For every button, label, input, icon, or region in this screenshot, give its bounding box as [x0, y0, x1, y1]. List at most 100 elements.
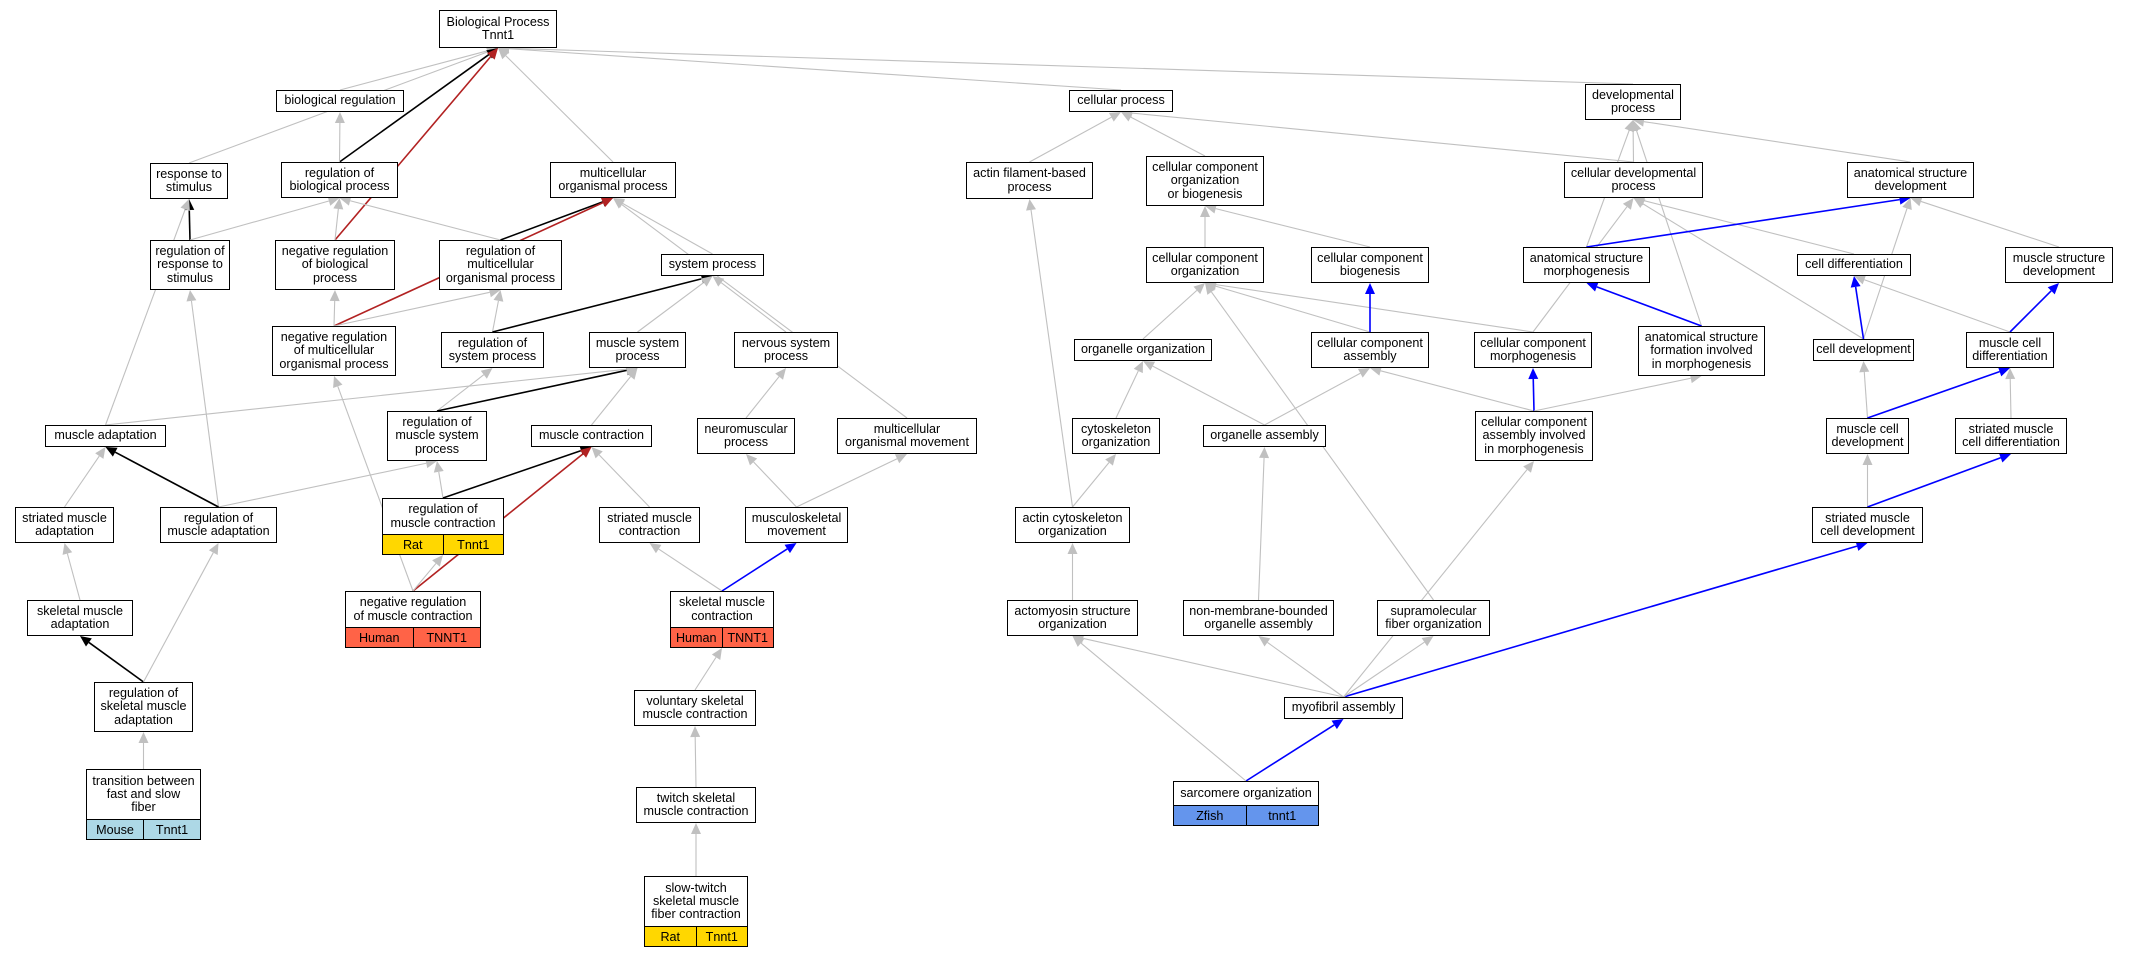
edge-arrowhead [1998, 453, 2011, 463]
edge-celldev-to-celldevproc [1642, 203, 1864, 340]
edge-arrowhead [690, 726, 701, 738]
node-label: regulation of response to stimulus [155, 244, 225, 285]
node-cell-differentiation[interactable]: cell differentiation [1797, 254, 1911, 276]
node-regulation-of-response-to-stimulus[interactable]: regulation of response to stimulus [150, 240, 230, 290]
node-cellular-component-organization[interactable]: cellular component organization [1146, 247, 1264, 283]
edge-arrowhead [1259, 447, 1270, 459]
node-organelle-assembly[interactable]: organelle assembly [1203, 425, 1326, 447]
node-regulation-of-system-process[interactable]: regulation of system process [441, 332, 544, 368]
node-cellular-component-assembly[interactable]: cellular component assembly [1311, 332, 1429, 368]
edge-negregbio-to-root [334, 55, 492, 241]
node-striated-muscle-adaptation[interactable]: striated muscle adaptation [15, 507, 114, 543]
node-developmental-process[interactable]: developmental process [1585, 84, 1681, 120]
edge-arrowhead [1859, 361, 1870, 373]
node-slow-twitch-skeletal-muscle-fiber-contraction[interactable]: slow-twitch skeletal muscle fiber contra… [644, 876, 748, 947]
node-label: cellular component biogenesis [1317, 250, 1423, 278]
node-cell-development[interactable]: cell development [1813, 339, 1914, 361]
edge-myofibril-to-ccasmorph [1343, 469, 1528, 698]
edge-muscelldev-to-muscelldiff [1867, 370, 2000, 419]
edge-regmusadapt-to-regmussys [218, 462, 427, 508]
node-label: regulation of muscle system process [395, 415, 479, 456]
node-biological-process-tnnt1[interactable]: Biological Process Tnnt1 [439, 10, 557, 48]
node-organelle-organization[interactable]: organelle organization [1074, 339, 1212, 361]
node-non-membrane-bounded-organelle-assembly[interactable]: non-membrane-bounded organelle assembly [1183, 600, 1334, 636]
node-muscle-cell-differentiation[interactable]: muscle cell differentiation [1966, 332, 2054, 368]
node-multicellular-organismal-process[interactable]: multicellular organismal process [550, 162, 676, 198]
edge-arrowhead [180, 199, 190, 212]
node-striated-muscle-cell-development[interactable]: striated muscle cell development [1812, 507, 1923, 543]
node-myofibril-assembly[interactable]: myofibril assembly [1284, 697, 1403, 719]
node-musculoskeletal-movement[interactable]: musculoskeletal movement [745, 507, 848, 543]
node-twitch-skeletal-muscle-contraction[interactable]: twitch skeletal muscle contraction [636, 787, 756, 823]
node-anatomical-structure-morphogenesis[interactable]: anatomical structure morphogenesis [1523, 247, 1650, 283]
edge-celldiff-to-celldevproc [1644, 200, 1855, 255]
edge-arrowhead [1624, 120, 1634, 133]
node-cytoskeleton-organization[interactable]: cytoskeleton organization [1072, 418, 1160, 454]
node-cellular-component-morphogenesis[interactable]: cellular component morphogenesis [1474, 332, 1592, 368]
node-actin-filament-based-process[interactable]: actin filament-based process [966, 162, 1093, 199]
node-striated-muscle-contraction[interactable]: striated muscle contraction [599, 507, 700, 543]
node-negative-regulation-of-biological-process[interactable]: negative regulation of biological proces… [275, 240, 395, 290]
edge-bioreg-to-root [339, 50, 488, 91]
edge-multi-to-root [505, 55, 614, 163]
edge-skeladapt-to-stradapt [66, 553, 81, 601]
edge-arrowhead [711, 648, 722, 660]
edge-arrowhead [591, 447, 603, 459]
node-label: cellular component organization or bioge… [1152, 160, 1258, 201]
node-biological-regulation[interactable]: biological regulation [276, 90, 404, 112]
node-label: muscle adaptation [54, 428, 157, 443]
node-regulation-of-multicellular-organismal-process[interactable]: regulation of multicellular organismal p… [439, 240, 562, 290]
node-cellular-developmental-process[interactable]: cellular developmental process [1564, 162, 1703, 198]
annotation-gene: Tnnt1 [695, 927, 747, 946]
edge-devproc-to-root [508, 47, 1634, 85]
node-nervous-system-process[interactable]: nervous system process [734, 332, 838, 368]
edge-arrowhead [1421, 636, 1434, 647]
node-cellular-process[interactable]: cellular process [1069, 90, 1173, 112]
node-multicellular-organismal-movement[interactable]: multicellular organismal movement [837, 418, 977, 454]
node-anatomical-structure-formation-involved-in-morphogenesis[interactable]: anatomical structure formation involved … [1638, 326, 1765, 376]
node-neuromuscular-process[interactable]: neuromuscular process [697, 418, 795, 454]
node-skeletal-muscle-adaptation[interactable]: skeletal muscle adaptation [27, 600, 133, 636]
edge-arrowhead [329, 290, 340, 302]
node-system-process[interactable]: system process [661, 254, 764, 276]
node-negative-regulation-of-muscle-contraction[interactable]: negative regulation of muscle contractio… [345, 591, 481, 648]
node-regulation-of-skeletal-muscle-adaptation[interactable]: regulation of skeletal muscle adaptation [94, 682, 193, 732]
edge-arrowhead [334, 112, 345, 124]
node-cellular-component-biogenesis[interactable]: cellular component biogenesis [1311, 247, 1429, 283]
node-label: cytoskeleton organization [1080, 421, 1151, 449]
node-negative-regulation-of-multicellular-organismal-process[interactable]: negative regulation of multicellular org… [272, 326, 396, 376]
node-label: striated muscle cell development [1820, 510, 1915, 538]
node-cellular-component-assembly-involved-in-morphogenesis[interactable]: cellular component assembly involved in … [1475, 411, 1593, 461]
node-muscle-cell-development[interactable]: muscle cell development [1826, 418, 1909, 454]
node-striated-muscle-cell-differentiation[interactable]: striated muscle cell differentiation [1955, 418, 2067, 454]
edge-volcontr-to-skelcontr [694, 656, 717, 691]
edge-regskeladapt-to-regmusadapt [143, 552, 214, 683]
edge-regresp-to-respstim [188, 209, 191, 241]
node-actomyosin-structure-organization[interactable]: actomyosin structure organization [1007, 600, 1138, 636]
node-regulation-of-biological-process[interactable]: regulation of biological process [281, 162, 398, 198]
node-actin-cytoskeleton-organization[interactable]: actin cytoskeleton organization [1015, 507, 1130, 543]
edge-arrowhead [1108, 112, 1121, 122]
node-label: muscle contraction [539, 428, 644, 443]
node-response-to-stimulus[interactable]: response to stimulus [150, 163, 228, 199]
node-label: cellular component morphogenesis [1480, 335, 1586, 363]
node-label: striated muscle cell differentiation [1962, 421, 2060, 449]
node-cellular-component-organization-or-biogenesis[interactable]: cellular component organization or bioge… [1146, 156, 1264, 206]
node-regulation-of-muscle-system-process[interactable]: regulation of muscle system process [387, 411, 487, 461]
node-regulation-of-muscle-adaptation[interactable]: regulation of muscle adaptation [160, 507, 277, 543]
node-muscle-contraction[interactable]: muscle contraction [531, 425, 652, 447]
node-anatomical-structure-development[interactable]: anatomical structure development [1847, 162, 1974, 198]
node-voluntary-skeletal-muscle-contraction[interactable]: voluntary skeletal muscle contraction [634, 690, 756, 726]
node-label: striated muscle adaptation [22, 510, 107, 538]
edge-arrowhead [327, 196, 340, 206]
edge-arrowhead [1133, 361, 1143, 374]
node-supramolecular-fiber-organization[interactable]: supramolecular fiber organization [1377, 600, 1490, 636]
node-muscle-adaptation[interactable]: muscle adaptation [45, 425, 166, 447]
node-muscle-structure-development[interactable]: muscle structure development [2005, 247, 2113, 283]
node-muscle-system-process[interactable]: muscle system process [589, 332, 686, 368]
